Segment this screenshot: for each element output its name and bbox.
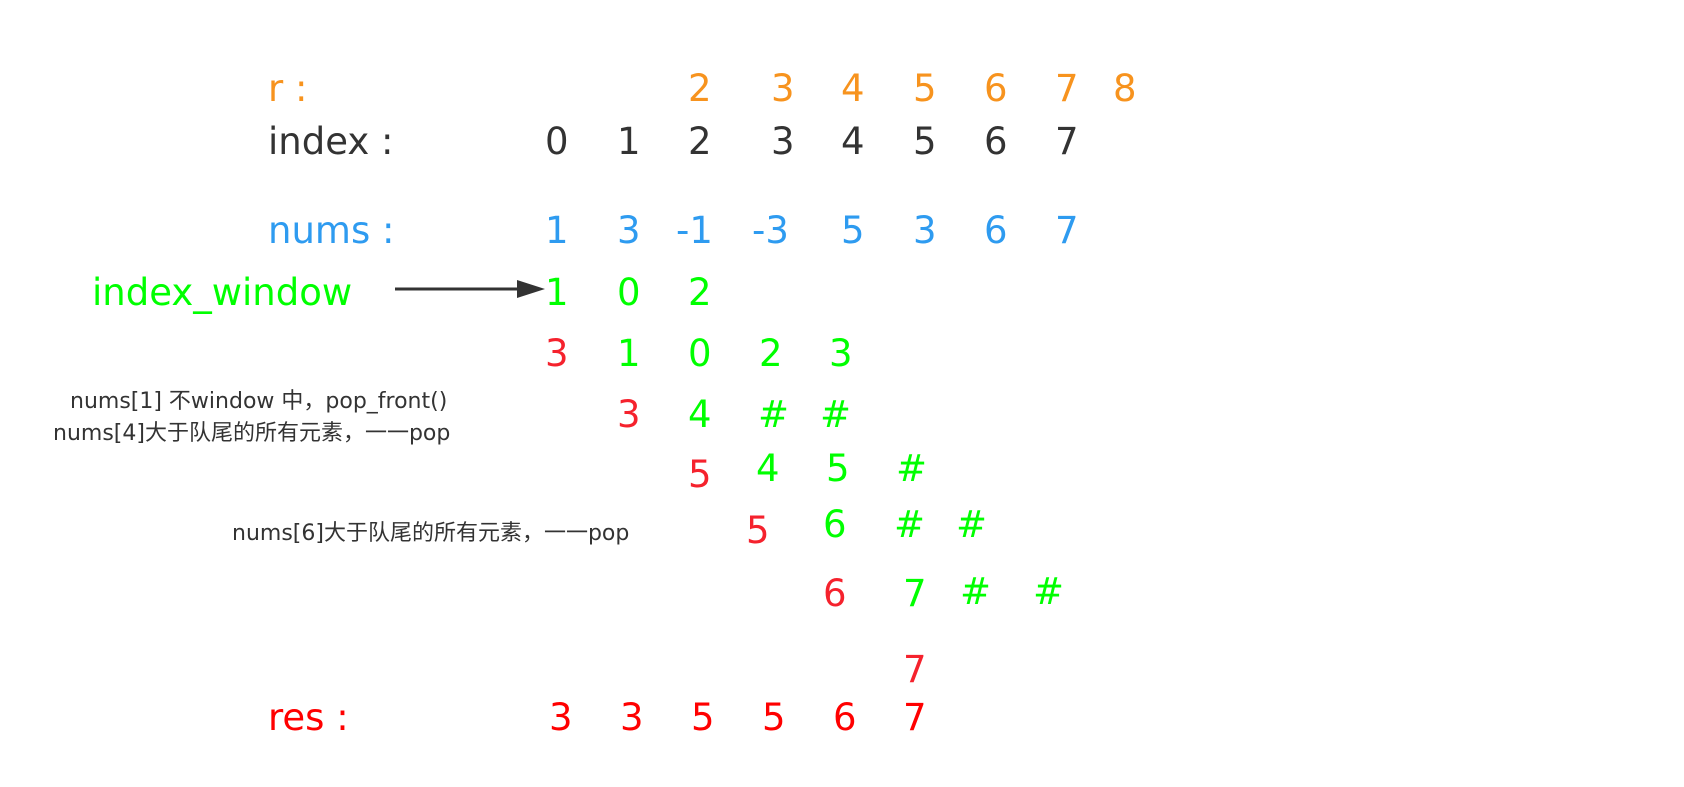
arrow-icon [395,280,545,298]
note-step2-line2: nums[4]大于队尾的所有元素，一一pop [53,421,451,446]
step-window-value: 6 [823,503,847,546]
step-window-value: # [894,503,926,546]
nums-value: -3 [752,209,789,252]
step-window-value: # [820,393,852,436]
nums-value: 7 [1055,209,1079,252]
res-value: 7 [903,696,927,739]
nums-value: -1 [676,209,713,252]
res-value: 6 [833,696,857,739]
r-row-label: r : [268,67,308,110]
step-window-value: # [1033,570,1065,613]
res-row-label: res : [268,696,349,739]
step-window-value: 4 [688,393,712,436]
r-value: 3 [771,67,795,110]
step-window-value: 4 [756,447,780,490]
index-value: 5 [913,120,937,163]
step-window-value: # [758,393,790,436]
index-value: 1 [617,120,641,163]
step-max: 3 [617,393,641,436]
res-value: 5 [691,696,715,739]
step-window-value: # [960,570,992,613]
r-value: 6 [984,67,1008,110]
step-window-value: # [956,503,988,546]
step-window-value: # [896,447,928,490]
r-value: 7 [1055,67,1079,110]
step-max: 7 [903,648,927,691]
step-max: 6 [823,572,847,615]
step-window-value: 3 [829,332,853,375]
index-window-label: index_window [92,271,353,314]
r-value: 2 [688,67,712,110]
window-value: 0 [617,271,641,314]
step-window-value: 5 [826,447,850,490]
r-value: 5 [913,67,937,110]
note-step2-line1: nums[1] 不window 中，pop_front() [70,389,448,414]
index-value: 6 [984,120,1008,163]
step-window-value: 1 [617,332,641,375]
nums-value: 6 [984,209,1008,252]
index-value: 2 [688,120,712,163]
step-max: 5 [746,509,770,552]
index-value: 4 [841,120,865,163]
nums-row-label: nums : [268,209,395,252]
index-row-label: index : [268,120,394,163]
nums-value: 3 [913,209,937,252]
res-value: 3 [549,696,573,739]
nums-value: 5 [841,209,865,252]
step-window-value: 7 [903,572,927,615]
res-value: 3 [620,696,644,739]
step-max: 3 [545,332,569,375]
step-window-value: 0 [688,332,712,375]
index-value: 7 [1055,120,1079,163]
window-value: 2 [688,271,712,314]
step-window-value: 2 [759,332,783,375]
nums-value: 1 [545,209,569,252]
nums-value: 3 [617,209,641,252]
note-step4: nums[6]大于队尾的所有元素，一一pop [232,521,630,546]
r-value: 8 [1113,67,1137,110]
r-value: 4 [841,67,865,110]
index-value: 0 [545,120,569,163]
res-value: 5 [762,696,786,739]
step-max: 5 [688,453,712,496]
index-value: 3 [771,120,795,163]
window-value: 1 [545,271,569,314]
